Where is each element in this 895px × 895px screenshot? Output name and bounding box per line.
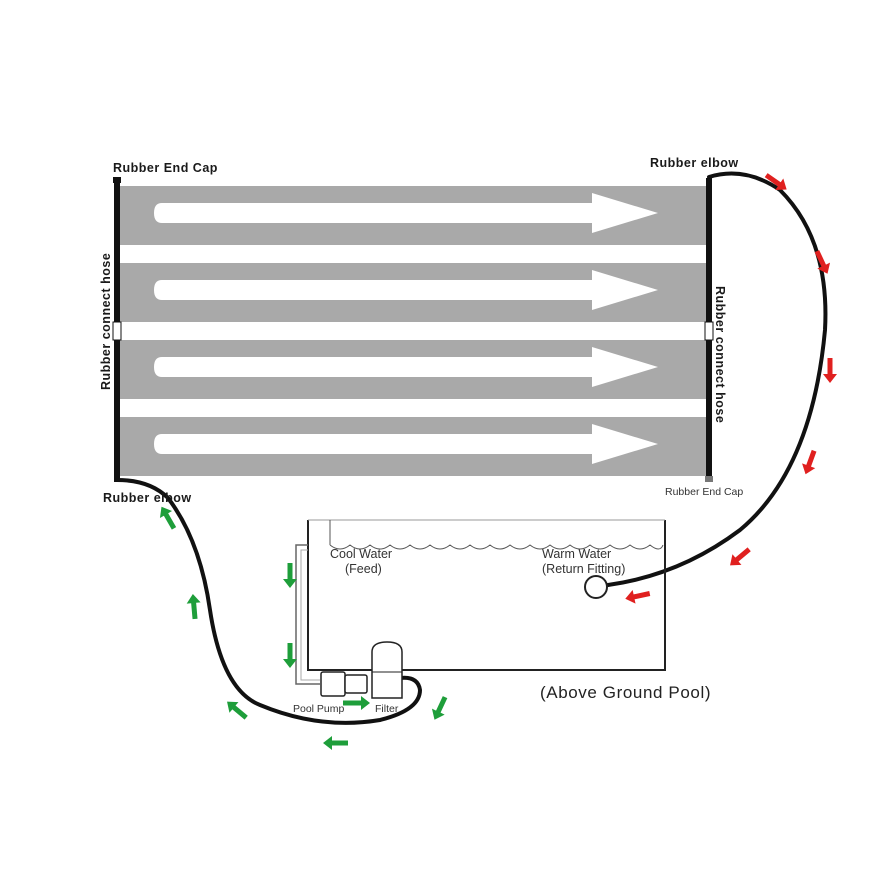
- water-surface: [329, 544, 664, 550]
- pool-wall: [307, 520, 666, 671]
- end-cap-bottom-right: [705, 476, 713, 482]
- pool-pump-motor: [344, 674, 368, 694]
- flow-arrow-icon: [154, 193, 658, 233]
- label-cool-water-feed: (Feed): [345, 562, 382, 576]
- red-flow-arrow-icon: [764, 173, 787, 191]
- pool-pump: [320, 671, 346, 697]
- feed-pipe: [295, 544, 320, 685]
- label-connect-hose-right: Rubber connect hose: [713, 286, 727, 423]
- flow-arrow-icon: [154, 270, 658, 310]
- red-flow-arrow-icon: [802, 449, 817, 475]
- warm-flow-arrows: [625, 173, 837, 604]
- end-cap-top-left: [113, 177, 121, 183]
- filter-tank: [371, 641, 403, 699]
- green-flow-arrow-icon: [283, 563, 297, 588]
- green-flow-arrow-icon: [159, 506, 177, 530]
- label-elbow-bottom-left: Rubber elbow: [103, 491, 192, 505]
- red-flow-arrow-icon: [625, 589, 651, 604]
- right-connect-joint: [704, 321, 714, 341]
- cold-flow-arrows: [159, 506, 448, 750]
- red-flow-arrow-icon: [730, 547, 751, 566]
- label-warm-water: Warm Water: [542, 547, 611, 561]
- green-flow-arrow-icon: [431, 696, 448, 720]
- label-elbow-top-right: Rubber elbow: [650, 156, 739, 170]
- cold-feed-hose: [115, 478, 423, 725]
- red-flow-arrow-icon: [814, 250, 831, 274]
- flow-arrow-icon: [154, 424, 658, 464]
- green-flow-arrow-icon: [323, 736, 348, 750]
- label-connect-hose-left: Rubber connect hose: [99, 253, 113, 390]
- left-connect-joint: [112, 321, 122, 341]
- label-pool-pump: Pool Pump: [293, 703, 345, 715]
- label-cool-water: Cool Water: [330, 547, 392, 561]
- green-flow-arrow-icon: [186, 594, 201, 620]
- label-filter: Filter: [375, 703, 399, 715]
- feed-pipe-inner: [300, 549, 320, 681]
- return-fitting-icon: [584, 575, 608, 599]
- label-end-cap-bottom-right: Rubber End Cap: [665, 486, 743, 498]
- green-flow-arrow-icon: [227, 701, 248, 720]
- green-flow-arrow-icon: [343, 696, 370, 710]
- above-ground-pool: [295, 519, 666, 699]
- label-end-cap-top-left: Rubber End Cap: [113, 161, 218, 175]
- label-return-fitting: (Return Fitting): [542, 562, 625, 576]
- flow-arrow-icon: [154, 347, 658, 387]
- red-flow-arrow-icon: [823, 358, 837, 383]
- solar-panels: [112, 177, 714, 482]
- green-flow-arrow-icon: [283, 643, 297, 668]
- label-pool-title: (Above Ground Pool): [540, 683, 711, 702]
- labels: Rubber End Cap Rubber elbow Rubber conne…: [99, 156, 743, 715]
